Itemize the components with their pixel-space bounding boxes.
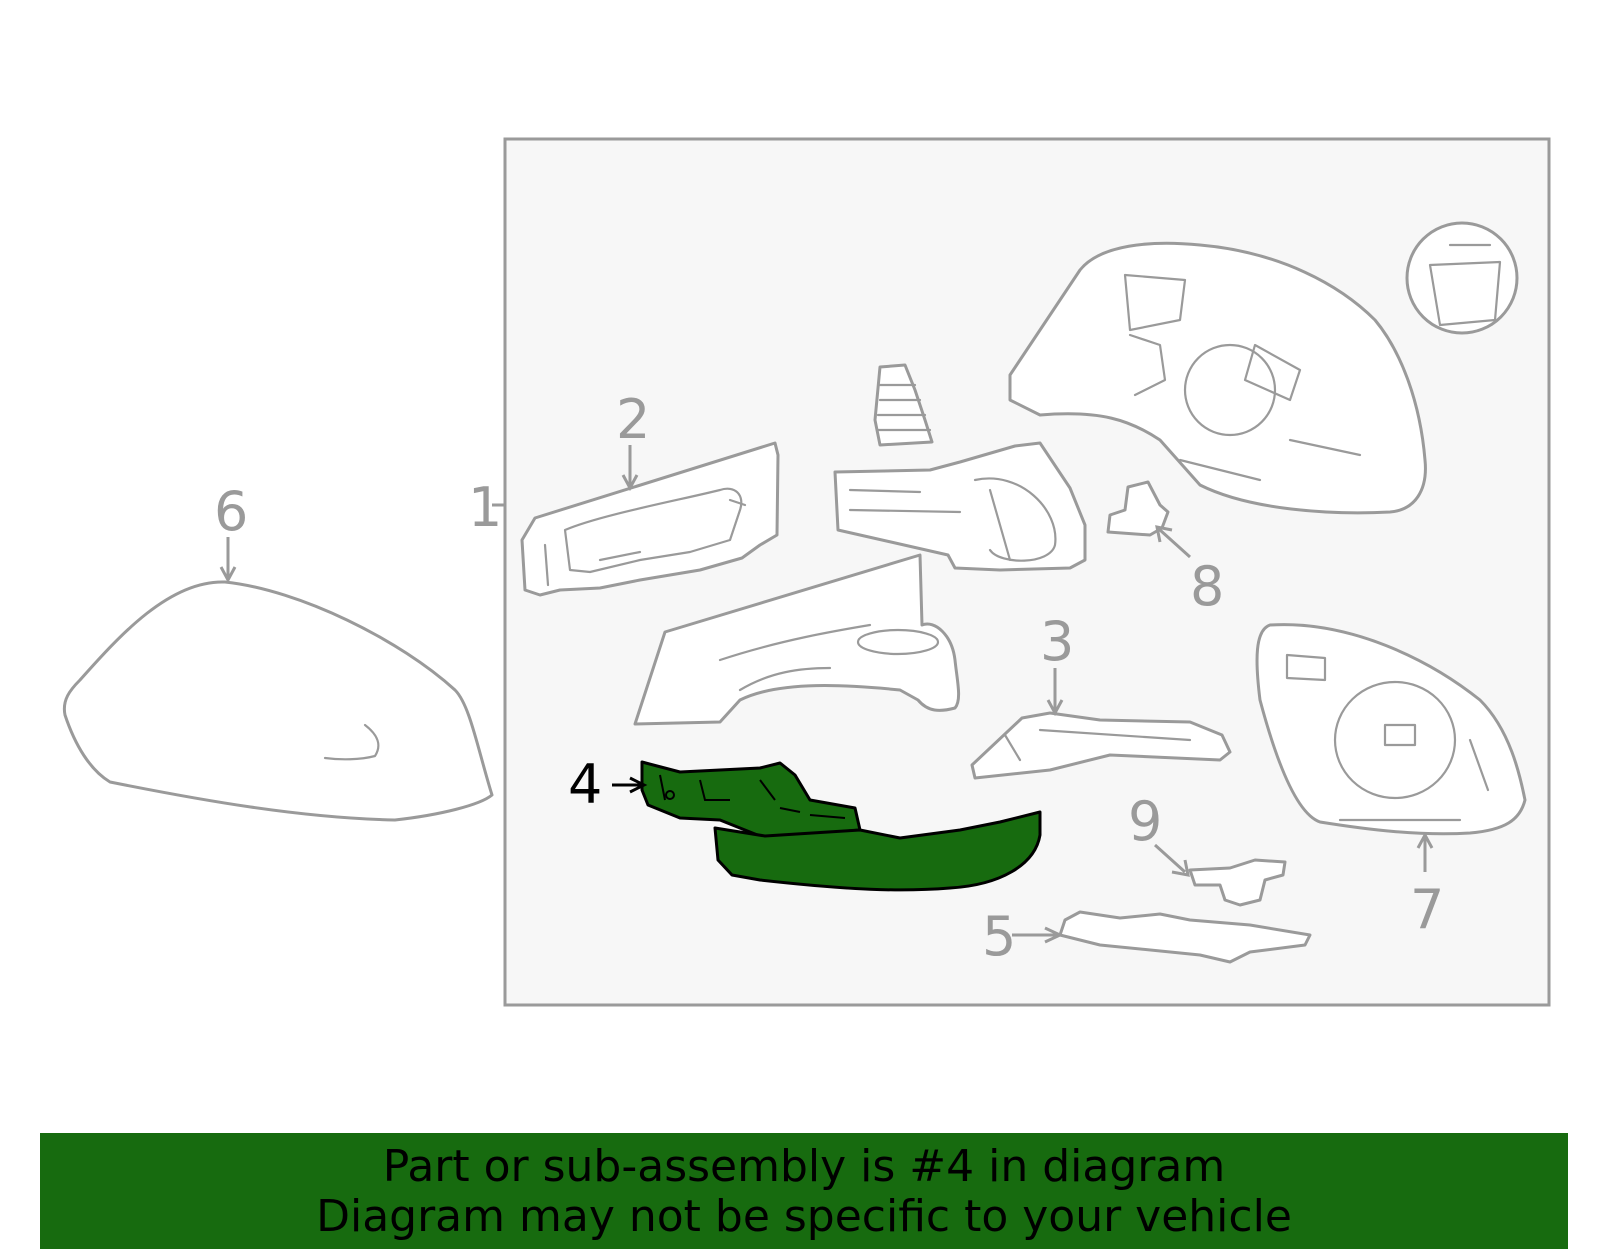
part-4-lower-cover[interactable] xyxy=(640,760,1042,892)
callout-1: 1 xyxy=(468,476,502,539)
leader-3 xyxy=(1046,668,1064,717)
part-5-led-strip[interactable] xyxy=(1058,910,1312,964)
part-actuator xyxy=(833,363,1087,572)
callout-6: 6 xyxy=(214,480,248,543)
leader-8 xyxy=(1155,525,1192,559)
callout-2: 2 xyxy=(616,388,650,451)
part-mirror-housing xyxy=(1008,241,1427,515)
callout-8: 8 xyxy=(1190,555,1224,618)
part-2-upper-bracket[interactable] xyxy=(520,441,780,597)
banner-line-1: Part or sub-assembly is #4 in diagram xyxy=(382,1141,1226,1192)
callout-3: 3 xyxy=(1040,610,1074,673)
leader-5 xyxy=(1012,926,1064,944)
part-housing-base xyxy=(633,553,961,726)
part-lamp-socket xyxy=(1405,221,1519,335)
part-6-mirror-cover[interactable] xyxy=(62,580,494,822)
info-banner: Part or sub-assembly is #4 in diagram Di… xyxy=(40,1133,1568,1249)
leader-9 xyxy=(1153,843,1190,877)
leader-4 xyxy=(612,776,648,794)
part-7-mirror-glass[interactable] xyxy=(1255,623,1527,836)
banner-line-2: Diagram may not be specific to your vehi… xyxy=(316,1191,1292,1242)
leader-6 xyxy=(219,537,237,584)
callout-4: 4 xyxy=(568,753,602,816)
part-3-lower-trim[interactable] xyxy=(970,711,1232,780)
part-8-clip[interactable] xyxy=(1106,480,1170,537)
callout-7: 7 xyxy=(1410,878,1444,941)
leader-7 xyxy=(1416,831,1434,872)
callout-5: 5 xyxy=(982,905,1016,968)
callout-9: 9 xyxy=(1128,790,1162,853)
leader-2 xyxy=(621,445,639,492)
part-9-small-bracket[interactable] xyxy=(1188,858,1287,907)
